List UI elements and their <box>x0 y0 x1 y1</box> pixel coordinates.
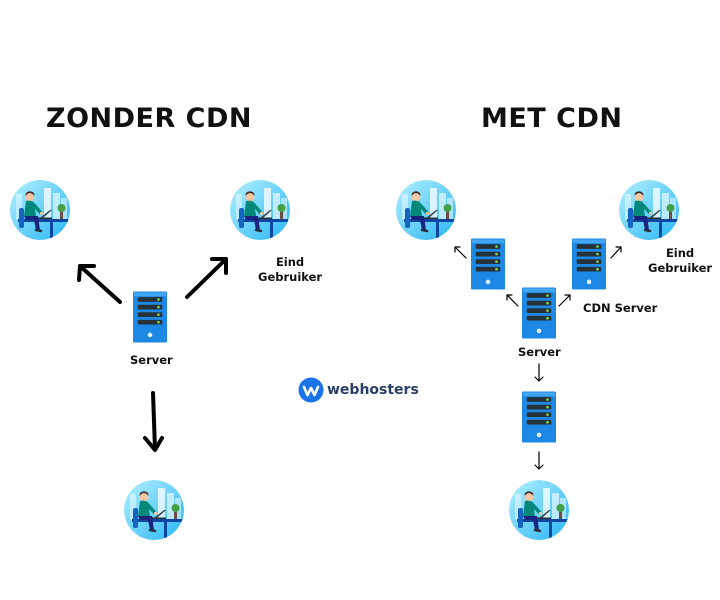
cdn-end-user-avatar-left <box>396 180 456 242</box>
end-user-avatar-right <box>230 180 290 242</box>
arrow-right-cdn-to-user <box>610 246 622 259</box>
webhosters-logo-icon <box>298 377 324 403</box>
arrow-left-cdn-to-user <box>454 246 467 259</box>
cdn-server-label: CDN Server <box>583 301 658 315</box>
cdn-server-icon-left <box>471 238 505 290</box>
cdn-server-icon-right <box>572 238 606 290</box>
arrowhead-left-cdn-to-user <box>454 246 461 253</box>
webhosters-logo: webhosters <box>298 377 419 403</box>
end-user-avatar-bottom <box>124 480 184 542</box>
heading-with-cdn: MET CDN <box>481 103 623 134</box>
cdn-end-user-avatar-bottom <box>509 480 569 542</box>
arrowhead-origin-to-bottom-cdn <box>534 376 544 382</box>
server-label-right: Server <box>518 345 561 359</box>
arrow-to-right-user <box>185 257 228 299</box>
with-cdn-section <box>396 180 679 542</box>
cdn-end-user-avatar-right <box>619 180 679 242</box>
end-user-label-right-line-2: Gebruiker <box>648 261 713 275</box>
end-user-label-left-line-1: Eind <box>275 255 305 269</box>
end-user-avatar-left <box>10 180 70 242</box>
server-label-left: Server <box>130 353 173 367</box>
arrowhead-right-cdn-to-user <box>615 246 622 253</box>
arrow-to-left-user <box>78 264 122 304</box>
end-user-label-right-line-1: Eind <box>665 246 695 260</box>
heading-without-cdn: ZONDER CDN <box>46 103 252 134</box>
cdn-server-icon-bottom <box>522 391 556 443</box>
arrowhead-bottom-cdn-to-user <box>534 464 544 470</box>
arrowhead-origin-to-left-cdn <box>506 294 513 301</box>
cdn-origin-server-icon <box>522 287 556 339</box>
arrowhead-left-user <box>77 264 96 282</box>
origin-server-icon <box>133 291 167 343</box>
end-user-label-left-line-2: Gebruiker <box>258 270 323 284</box>
arrowhead-right-user <box>210 257 228 275</box>
webhosters-logo-text: webhosters <box>327 382 419 398</box>
end-user-label-left: Eind Gebruiker <box>258 255 322 285</box>
arrow-origin-to-right-cdn <box>558 294 571 307</box>
end-user-label-right: Eind Gebruiker <box>648 246 712 276</box>
arrowhead-origin-to-right-cdn <box>564 294 571 301</box>
arrow-origin-to-left-cdn <box>506 294 519 307</box>
arrowhead-bottom-user <box>143 436 164 452</box>
without-cdn-section <box>10 180 290 542</box>
arrow-to-bottom-user <box>151 391 157 451</box>
